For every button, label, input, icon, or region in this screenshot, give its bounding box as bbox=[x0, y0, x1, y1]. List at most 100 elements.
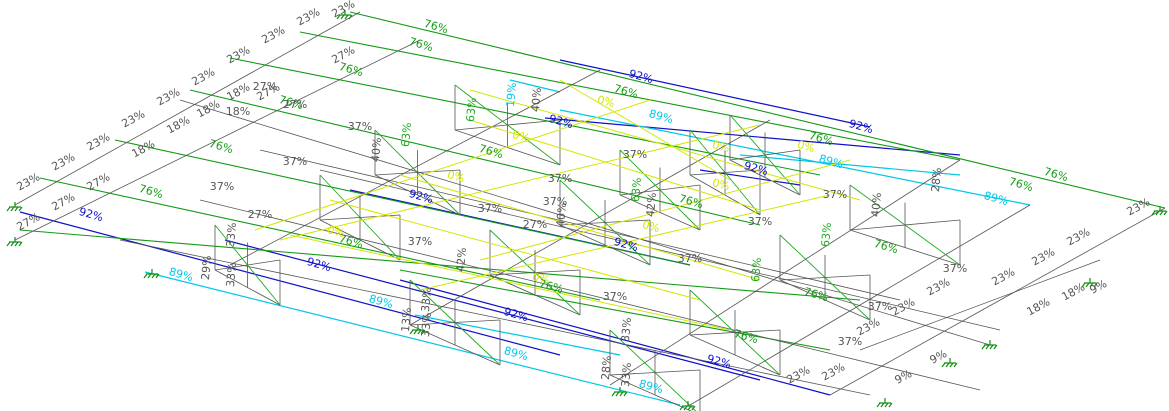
girder-92 bbox=[544, 117, 961, 156]
girder-76 bbox=[299, 31, 961, 161]
utilization-label: 18% bbox=[225, 80, 253, 103]
utilization-label: 76% bbox=[612, 82, 639, 101]
utilization-label: 23% bbox=[15, 170, 43, 193]
web-label: 63% bbox=[749, 257, 764, 282]
truss-chord bbox=[619, 194, 701, 231]
truss-chord bbox=[729, 159, 801, 196]
cross-beam bbox=[859, 259, 1101, 351]
girder-76 bbox=[19, 229, 861, 301]
utilization-label: 27% bbox=[248, 208, 272, 221]
utilization-label: 18% bbox=[165, 113, 193, 136]
utilization-label: 89% bbox=[367, 292, 394, 311]
web-label: 42% bbox=[644, 192, 659, 217]
web-label: 63% bbox=[819, 222, 834, 247]
truss-diagonal bbox=[729, 149, 801, 161]
utilization-label: 76% bbox=[137, 182, 164, 201]
utilization-label: 92% bbox=[612, 235, 639, 254]
truss-chord bbox=[849, 229, 961, 266]
utilization-label: 76% bbox=[802, 285, 829, 304]
utilization-label: 76% bbox=[1042, 165, 1069, 184]
utilization-label: 76% bbox=[337, 232, 364, 251]
pinned-support-icon bbox=[409, 325, 426, 335]
web-label: 28% bbox=[599, 355, 614, 380]
truss-diagonal bbox=[489, 269, 581, 276]
utilization-label: 37% bbox=[603, 290, 627, 303]
bracing-0 bbox=[469, 119, 761, 211]
utilization-label: 37% bbox=[543, 195, 567, 208]
utilization-label: 76% bbox=[732, 327, 759, 346]
girder-76 bbox=[39, 177, 601, 301]
web-label: 33% bbox=[224, 222, 239, 247]
utilization-label: 23% bbox=[120, 107, 148, 130]
utilization-label: 89% bbox=[502, 344, 529, 363]
utilization-label: 23% bbox=[1065, 225, 1093, 248]
utilization-label: 76% bbox=[422, 17, 449, 36]
truss-diagonal bbox=[609, 369, 701, 376]
utilization-label: 89% bbox=[637, 377, 664, 396]
web-label: 33% bbox=[619, 317, 634, 342]
bracing-0 bbox=[329, 199, 701, 301]
beam-37 bbox=[119, 239, 871, 396]
utilization-label: 23% bbox=[50, 150, 78, 173]
girder-92 bbox=[559, 59, 871, 128]
utilization-label: 92% bbox=[547, 112, 574, 131]
truss-diagonal bbox=[779, 274, 871, 281]
utilization-label: 18% bbox=[195, 97, 223, 120]
utilization-label: 89% bbox=[647, 107, 674, 126]
web-label: 33% bbox=[224, 262, 239, 287]
utilization-label: 92% bbox=[742, 159, 769, 178]
girder-89 bbox=[739, 154, 961, 176]
bracing-0 bbox=[399, 174, 761, 281]
pinned-support-icon bbox=[6, 237, 23, 247]
web-label: 33% bbox=[419, 312, 434, 337]
truss-chord bbox=[689, 334, 781, 376]
girder-76 bbox=[229, 57, 821, 176]
utilization-label: 27% bbox=[283, 98, 307, 111]
cross-beam bbox=[609, 159, 961, 386]
utilization-label: 37% bbox=[348, 120, 372, 133]
utilization-label: 9% bbox=[928, 347, 950, 367]
web-label: 40% bbox=[369, 137, 384, 162]
utilization-label: 23% bbox=[925, 275, 953, 298]
utilization-label: 23% bbox=[295, 5, 323, 28]
truss-diagonal bbox=[619, 184, 701, 196]
labels-layer: 92%92%92%92%92%92%92%92%92%92%89%89%89%8… bbox=[15, 0, 1153, 396]
bracing-0 bbox=[279, 124, 761, 241]
pinned-support-icon bbox=[876, 398, 893, 408]
web-label: 40% bbox=[869, 192, 884, 217]
web-label: 40% bbox=[529, 87, 544, 112]
truss-diagonal bbox=[319, 214, 401, 221]
utilization-label: 92% bbox=[705, 352, 732, 371]
utilization-label: 92% bbox=[77, 205, 104, 224]
web-label: 63% bbox=[399, 122, 414, 147]
pinned-support-icon bbox=[611, 387, 628, 397]
utilization-label: 18% bbox=[1025, 295, 1053, 318]
girder-92 bbox=[19, 211, 561, 356]
utilization-label: 23% bbox=[330, 0, 358, 20]
pinned-support-icon bbox=[1151, 206, 1168, 216]
bracing-label: 0% bbox=[511, 128, 531, 145]
utilization-label: 76% bbox=[337, 60, 364, 79]
utilization-label: 27% bbox=[50, 190, 78, 213]
bracing-0 bbox=[254, 99, 651, 231]
truss-chord bbox=[689, 174, 761, 216]
utilization-label: 37% bbox=[838, 335, 862, 348]
cross-beam bbox=[14, 39, 421, 241]
pinned-support-icon bbox=[336, 10, 353, 20]
pinned-support-icon bbox=[143, 269, 160, 279]
bracing-0 bbox=[559, 79, 731, 181]
utilization-label: 92% bbox=[407, 187, 434, 206]
truss-diagonal bbox=[214, 259, 281, 271]
bracing-label: 0% bbox=[796, 138, 816, 155]
utilization-label: 27% bbox=[85, 170, 113, 193]
utilization-label: 92% bbox=[847, 117, 874, 136]
truss-chord bbox=[779, 279, 871, 321]
members-layer bbox=[14, 11, 1166, 411]
bracing-0 bbox=[479, 159, 851, 261]
girder-89 bbox=[509, 79, 561, 93]
beam-37 bbox=[319, 169, 1001, 331]
utilization-label: 76% bbox=[1007, 175, 1034, 194]
utilization-label: 76% bbox=[872, 237, 899, 256]
web-label: 40% bbox=[554, 202, 569, 227]
